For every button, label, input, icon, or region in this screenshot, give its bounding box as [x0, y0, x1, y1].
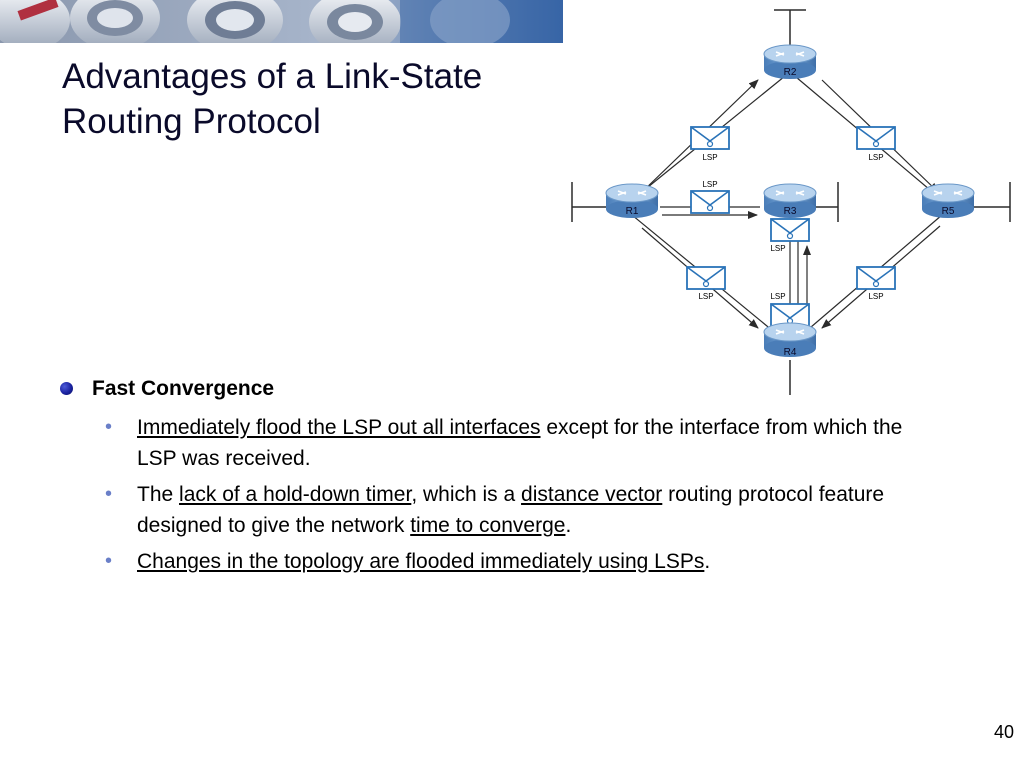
link-state-flooding-diagram: LSP LSP LSP LSP LSP LSP LSP R2	[571, 9, 1011, 395]
page-number: 40	[993, 722, 1014, 742]
bullet-level-1: Fast Convergence	[60, 376, 980, 402]
router-r5: R5	[921, 183, 975, 219]
lsp-packet-r1-r2: LSP	[690, 126, 730, 162]
underlined-text: Changes in the topology are flooded imme…	[137, 550, 705, 573]
router-label: R1	[626, 206, 639, 217]
lsp-label: LSP	[698, 292, 713, 301]
router-r2: R2	[763, 44, 817, 80]
bullet-text: .	[565, 514, 572, 537]
bullet-heading: Fast Convergence	[92, 377, 275, 400]
router-label: R3	[784, 206, 797, 217]
lsp-packet-r1-r3: LSP	[690, 180, 730, 214]
lsp-label: LSP	[702, 180, 717, 189]
lsp-label: LSP	[770, 292, 785, 301]
sub-bullet-3: • Changes in the topology are flooded im…	[105, 546, 917, 577]
lsp-packets: LSP LSP LSP LSP LSP LSP LSP	[686, 126, 896, 327]
lsp-packet-r4-up: LSP	[770, 292, 810, 327]
lsp-packet-r1-r4: LSP	[686, 266, 726, 301]
lsp-label: LSP	[702, 153, 717, 162]
lsp-envelope-icon	[690, 190, 730, 214]
router-label: R5	[942, 206, 955, 217]
lsp-packet-r2-r5: LSP	[856, 126, 896, 162]
lsp-label: LSP	[770, 244, 785, 253]
underlined-text: time to converge	[410, 514, 566, 537]
router-r3: R3	[763, 183, 817, 219]
bullet-dot-icon: •	[105, 416, 113, 438]
slide-title-line-1: Advantages of a Link-State	[62, 57, 483, 96]
lsp-envelope-icon	[856, 126, 896, 150]
lsp-packet-r3-down: LSP	[770, 218, 810, 253]
sub-bullet-list: • Immediately flood the LSP out all inte…	[60, 412, 980, 577]
bullet-text: except for the interface from which the …	[137, 416, 903, 470]
underlined-text: distance vector	[521, 483, 663, 506]
lsp-envelope-icon	[686, 266, 726, 290]
bullet-dot-icon: •	[105, 550, 113, 572]
bullet-text: , which is a	[411, 483, 522, 506]
underlined-text: Immediately flood the LSP out all interf…	[137, 416, 541, 439]
lsp-label: LSP	[868, 153, 883, 162]
slide-title: Advantages of a Link-State Routing Proto…	[62, 54, 562, 144]
lsp-packet-r5-r4: LSP	[856, 266, 896, 301]
lsp-label: LSP	[868, 292, 883, 301]
underlined-text: lack of a hold-down timer	[179, 483, 412, 506]
sub-bullet-1: • Immediately flood the LSP out all inte…	[105, 412, 917, 474]
sub-bullet-2: • The lack of a hold-down timer, which i…	[105, 479, 917, 541]
bullet-text: The	[137, 483, 180, 506]
bullet-dot-icon	[60, 382, 73, 395]
slide-title-line-2: Routing Protocol	[62, 102, 321, 141]
header-banner-image	[0, 0, 563, 43]
lsp-envelope-icon	[856, 266, 896, 290]
bullet-text: .	[704, 550, 711, 573]
router-label: R4	[784, 347, 797, 358]
router-label: R2	[784, 67, 797, 78]
router-r1: R1	[605, 183, 659, 219]
router-r4: R4	[763, 322, 817, 358]
bullet-dot-icon: •	[105, 483, 113, 505]
bullet-text: routing protocol feature designed to giv…	[137, 483, 885, 537]
slide-body: Fast Convergence • Immediately flood the…	[60, 376, 980, 582]
stub-interfaces	[571, 9, 1011, 395]
lsp-envelope-icon	[690, 126, 730, 150]
lsp-envelope-icon	[770, 218, 810, 242]
